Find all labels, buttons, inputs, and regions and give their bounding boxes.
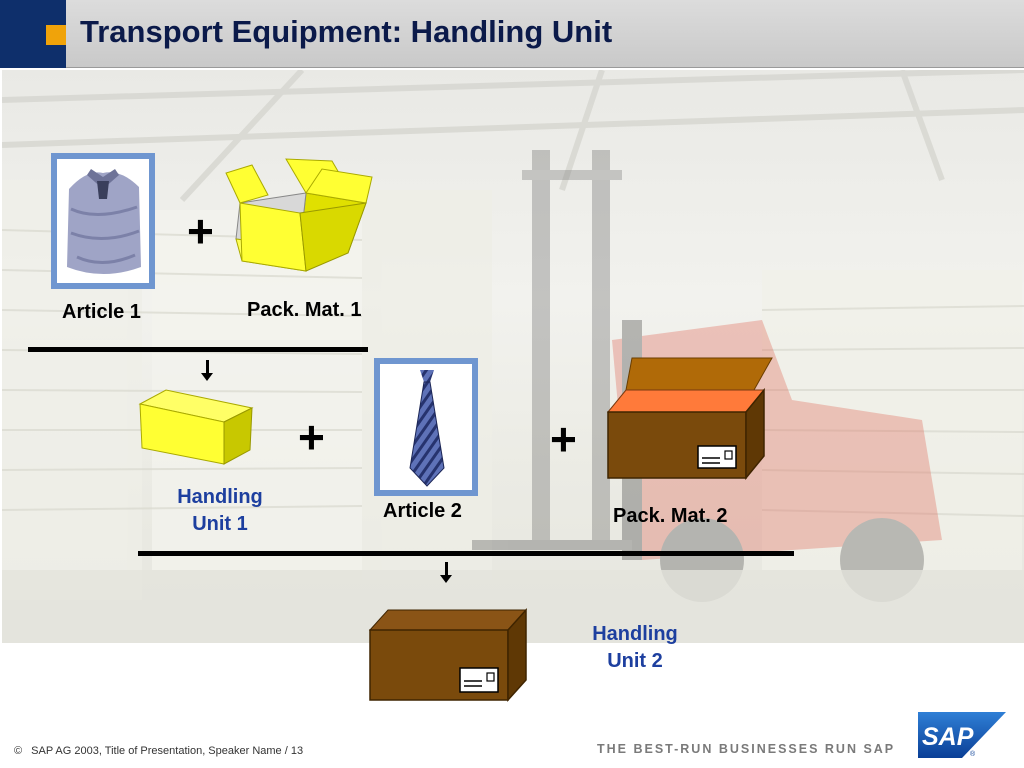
sap-logo: SAP ® xyxy=(918,712,1006,758)
article1-frame xyxy=(51,153,155,289)
tie-icon xyxy=(409,370,445,487)
article2-frame xyxy=(374,358,478,496)
warehouse-background-photo xyxy=(2,70,1024,643)
handling-unit2-label: Handling Unit 2 xyxy=(575,621,695,675)
plus-sign-3: + xyxy=(550,413,577,465)
shipping-label-icon-1 xyxy=(697,445,737,469)
header-bar xyxy=(66,0,1024,68)
plus-sign-2: + xyxy=(298,411,325,463)
packmat1-label: Pack. Mat. 1 xyxy=(247,299,362,321)
shirt-icon xyxy=(67,169,141,274)
handling-unit1-line2: Unit 1 xyxy=(192,513,248,535)
arrow-down-1 xyxy=(201,360,213,381)
header-bullet-square xyxy=(46,25,66,45)
plus-sign-1: + xyxy=(187,205,214,257)
separator-line-1 xyxy=(28,347,368,352)
open-brown-box-icon xyxy=(606,357,773,480)
footer-slogan: THE BEST-RUN BUSINESSES RUN SAP xyxy=(597,742,896,756)
sap-registered-mark: ® xyxy=(970,750,976,758)
closed-yellow-box-icon xyxy=(138,389,254,465)
handling-unit1-line1: Handling xyxy=(177,486,263,508)
separator-line-2 xyxy=(138,551,794,556)
handling-unit2-line1: Handling xyxy=(592,623,678,645)
closed-brown-box-icon xyxy=(368,608,528,702)
footer-copyright: © SAP AG 2003, Title of Presentation, Sp… xyxy=(14,745,303,757)
packmat2-label: Pack. Mat. 2 xyxy=(613,505,728,527)
article1-label: Article 1 xyxy=(62,301,141,323)
warehouse-illustration xyxy=(2,70,1024,643)
handling-unit1-label: Handling Unit 1 xyxy=(160,484,280,538)
open-yellow-box-icon xyxy=(225,158,373,272)
sap-logo-text: SAP xyxy=(922,723,974,751)
arrow-down-2 xyxy=(440,562,452,583)
copyright-symbol: © xyxy=(14,745,23,757)
shipping-label-icon-2 xyxy=(459,667,499,693)
footer-caption: SAP AG 2003, Title of Presentation, Spea… xyxy=(31,745,304,757)
article2-label: Article 2 xyxy=(383,500,462,522)
page-title: Transport Equipment: Handling Unit xyxy=(80,14,613,49)
handling-unit2-line2: Unit 2 xyxy=(607,650,663,672)
